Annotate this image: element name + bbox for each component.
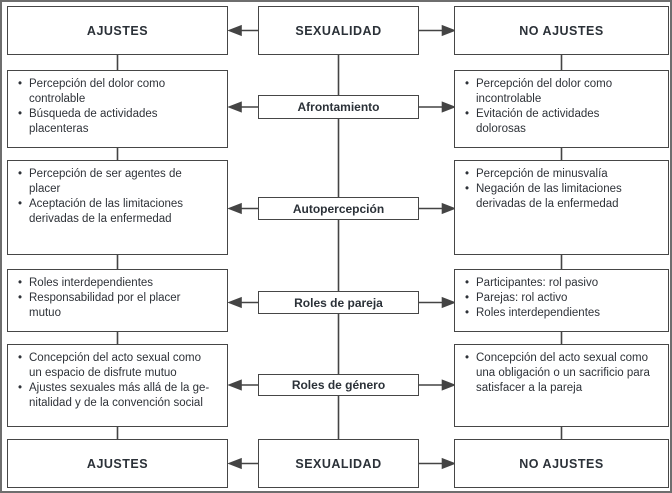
bullet-item: Participantes: rol pasivo: [465, 276, 666, 291]
no-ajustes-bottom-box: NO AJUSTES: [454, 439, 669, 488]
arrow-left-head: [227, 202, 242, 215]
afrontamiento-ajustes-box: Percepción del dolor como controlable Bú…: [7, 70, 228, 148]
roles-pareja-category-box: Roles de pareja: [258, 291, 419, 314]
arrow-left-head: [227, 379, 242, 391]
bullet-item: Percepción del dolor como incontrolable: [465, 77, 666, 107]
autopercepcion-no-ajustes-list: Percepción de minusvalía Negación de las…: [455, 161, 668, 212]
arrow-left-head: [227, 296, 242, 309]
afrontamiento-no-ajustes-box: Percepción del dolor como incontrolable …: [454, 70, 669, 148]
arrow-left-head: [227, 457, 242, 470]
arrow-left-head: [227, 24, 242, 37]
no-ajustes-bottom-label: NO AJUSTES: [519, 456, 604, 471]
ajustes-top-label: AJUSTES: [86, 23, 149, 38]
roles-pareja-category-label: Roles de pareja: [294, 295, 383, 310]
no-ajustes-top-label: NO AJUSTES: [519, 23, 604, 38]
afrontamiento-ajustes-list: Percepción del dolor como controlable Bú…: [8, 71, 227, 137]
ajustes-bottom-label: AJUSTES: [86, 456, 149, 471]
arrow-right-head: [441, 457, 457, 470]
roles-genero-ajustes-box: Concepción del acto sexual como un espac…: [7, 344, 228, 427]
afrontamiento-no-ajustes-list: Percepción del dolor como incontrolable …: [455, 71, 668, 137]
bullet-item: Percepción de ser agentes de placer: [18, 167, 225, 197]
afrontamiento-category-box: Afrontamiento: [258, 95, 419, 119]
roles-genero-category-label: Roles de género: [291, 378, 386, 392]
roles-genero-category-box: Roles de género: [258, 374, 419, 396]
autopercepcion-category-label: Autopercepción: [292, 201, 385, 216]
sexualidad-top-box: SEXUALIDAD: [258, 6, 419, 55]
ajustes-bottom-box: AJUSTES: [7, 439, 228, 488]
arrow-right-head: [441, 296, 457, 309]
bullet-item: Percepción del dolor como controlable: [18, 77, 225, 107]
arrow-right-head: [441, 101, 457, 113]
bullet-item: Ajustes sexuales más allá de la ge- nita…: [18, 381, 225, 411]
roles-pareja-ajustes-box: Roles interdependientes Responsabilidad …: [7, 269, 228, 332]
autopercepcion-category-box: Autopercepción: [258, 197, 419, 220]
bullet-item: Responsabilidad por el placer mutuo: [18, 291, 225, 321]
ajustes-top-box: AJUSTES: [7, 6, 228, 55]
roles-genero-no-ajustes-box: Concepción del acto sexual como una obli…: [454, 344, 669, 427]
bullet-item: Negación de las limitaciones derivadas d…: [465, 182, 666, 212]
arrow-left-head: [227, 101, 242, 113]
sexualidad-bottom-box: SEXUALIDAD: [258, 439, 419, 488]
sexualidad-top-label: SEXUALIDAD: [295, 23, 382, 38]
roles-genero-ajustes-list: Concepción del acto sexual como un espac…: [8, 345, 227, 411]
bullet-item: Parejas: rol activo: [465, 291, 666, 306]
bullet-item: Aceptación de las limitaciones derivadas…: [18, 197, 225, 227]
sexualidad-bottom-label: SEXUALIDAD: [295, 456, 382, 471]
bullet-item: Evitación de actividades dolorosas: [465, 107, 666, 137]
no-ajustes-top-box: NO AJUSTES: [454, 6, 669, 55]
autopercepcion-no-ajustes-box: Percepción de minusvalía Negación de las…: [454, 160, 669, 255]
autopercepcion-ajustes-list: Percepción de ser agentes de placer Acep…: [8, 161, 227, 227]
roles-pareja-no-ajustes-box: Participantes: rol pasivo Parejas: rol a…: [454, 269, 669, 332]
roles-pareja-no-ajustes-list: Participantes: rol pasivo Parejas: rol a…: [455, 270, 668, 321]
afrontamiento-category-label: Afrontamiento: [297, 100, 380, 114]
bullet-item: Concepción del acto sexual como una obli…: [465, 351, 666, 396]
bullet-item: Roles interdependientes: [18, 276, 225, 291]
bullet-item: Roles interdependientes: [465, 306, 666, 321]
arrow-right-head: [441, 24, 457, 37]
bullet-item: Concepción del acto sexual como un espac…: [18, 351, 225, 381]
arrow-right-head: [441, 202, 457, 215]
bullet-item: Percepción de minusvalía: [465, 167, 666, 182]
bullet-item: Búsqueda de actividades placenteras: [18, 107, 225, 137]
roles-pareja-ajustes-list: Roles interdependientes Responsabilidad …: [8, 270, 227, 321]
autopercepcion-ajustes-box: Percepción de ser agentes de placer Acep…: [7, 160, 228, 255]
arrow-right-head: [441, 379, 457, 391]
roles-genero-no-ajustes-list: Concepción del acto sexual como una obli…: [455, 345, 668, 396]
